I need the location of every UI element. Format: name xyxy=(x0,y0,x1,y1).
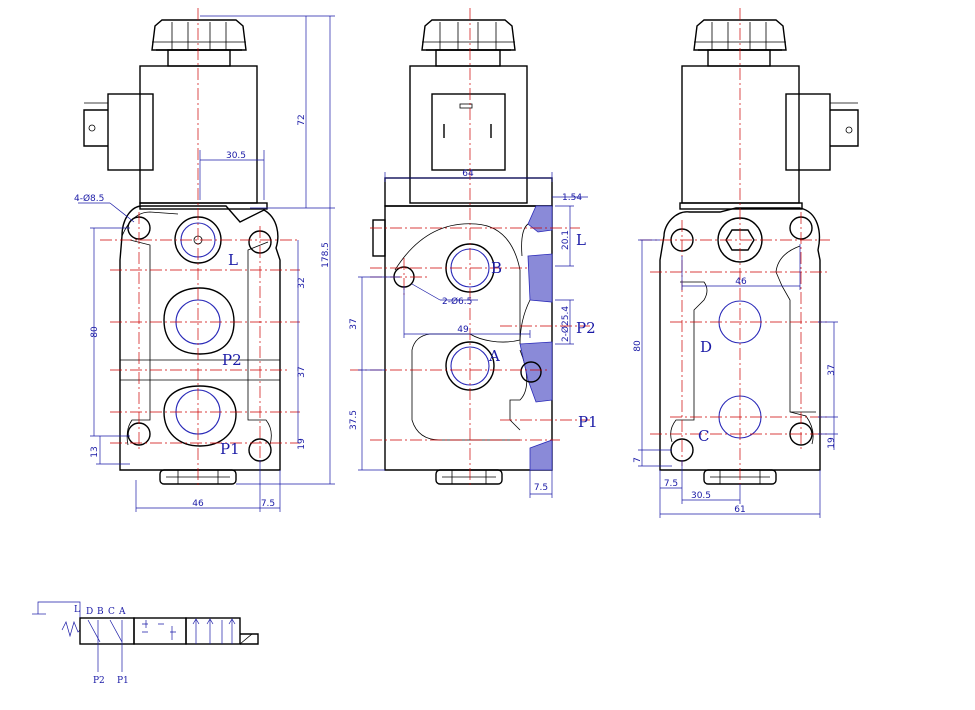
dim-61: 61 xyxy=(734,505,745,515)
dim-46: 46 xyxy=(192,499,204,509)
dim-37-right: 37 xyxy=(827,364,837,375)
dim-7-5-right: 7.5 xyxy=(664,479,678,489)
symbol-label-b: B xyxy=(97,607,104,617)
dim-1-54: 1.54 xyxy=(562,193,582,203)
right-label-c: C xyxy=(698,427,709,445)
middle-knob xyxy=(421,19,516,67)
symbol-label-c: C xyxy=(108,607,115,617)
middle-side-hole xyxy=(520,361,542,383)
middle-bottom-nut xyxy=(435,469,503,485)
middle-label-l: L xyxy=(576,231,586,249)
dim-80-right: 80 xyxy=(633,340,643,352)
middle-label-p2: P2 xyxy=(576,319,596,337)
dim-hole-4x8-5: 4-Ø8.5 xyxy=(74,193,104,204)
dim-37-mid: 37 xyxy=(349,318,359,329)
dim-2x25-4: 2-Ø25.4 xyxy=(560,306,571,342)
dim-20-1: 20.1 xyxy=(561,230,571,250)
left-knob xyxy=(151,19,247,67)
middle-label-p1: P1 xyxy=(578,413,598,431)
dim-30-5: 30.5 xyxy=(226,151,246,161)
dim-30-5-right: 30.5 xyxy=(691,491,711,501)
left-label-p1: P1 xyxy=(220,440,240,458)
symbol-label-d: D xyxy=(86,607,93,617)
dim-19: 19 xyxy=(297,438,307,450)
left-label-p2: P2 xyxy=(222,351,242,369)
dim-49: 49 xyxy=(457,325,469,335)
dim-32: 32 xyxy=(297,277,307,288)
middle-coil xyxy=(384,65,553,207)
middle-section-hatch xyxy=(527,205,553,233)
left-label-l: L xyxy=(228,251,238,269)
right-label-d: D xyxy=(700,338,712,356)
symbol-label-p2: P2 xyxy=(93,676,105,686)
dim-hole-2x6-5: 2-Ø6.5 xyxy=(442,296,472,307)
symbol-label-p1: P1 xyxy=(117,676,129,686)
dim-7-5: 7.5 xyxy=(261,499,275,509)
dim-80: 80 xyxy=(90,326,100,338)
dim-37-5: 37.5 xyxy=(349,410,359,430)
hydraulic-symbol: L D B C A P2 P1 xyxy=(32,601,259,686)
dim-7-5-mid: 7.5 xyxy=(534,483,548,493)
dim-72: 72 xyxy=(297,114,307,125)
right-coil xyxy=(679,65,859,210)
left-coil xyxy=(83,65,268,210)
dim-13: 13 xyxy=(90,446,100,457)
right-view: 46 80 37 19 7 7.5 30.5 61 D C xyxy=(633,8,859,518)
middle-body xyxy=(384,205,553,471)
dim-46-right: 46 xyxy=(735,277,747,287)
middle-view: 64 1.54 20.1 2-Ø6.5 2-Ø25.4 49 37 37.5 7… xyxy=(349,8,598,498)
symbol-label-a: A xyxy=(118,607,126,617)
dim-64: 64 xyxy=(462,169,474,179)
middle-label-b: B xyxy=(491,259,502,277)
dim-19-right: 19 xyxy=(827,437,837,449)
left-body xyxy=(119,205,281,471)
right-body xyxy=(659,207,821,471)
symbol-label-l: L xyxy=(74,605,80,615)
dim-7-right: 7 xyxy=(633,457,643,463)
dim-178-5: 178.5 xyxy=(321,242,331,268)
left-view: 72 178.5 30.5 4-Ø8.5 32 80 37 19 13 46 7… xyxy=(74,8,335,512)
dim-37: 37 xyxy=(297,366,307,377)
middle-label-a: A xyxy=(488,347,500,365)
